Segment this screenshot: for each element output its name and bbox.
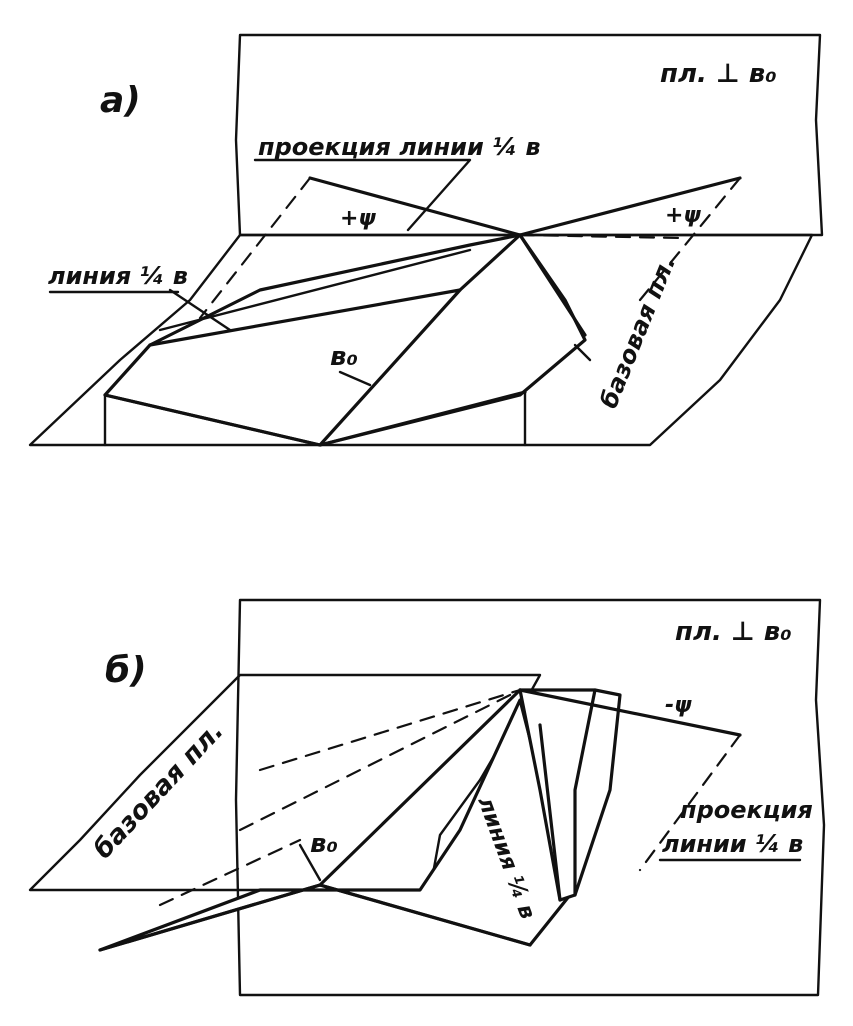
angle-right-a: +ψ bbox=[665, 203, 701, 228]
projection-label-b-2: линии ¼ в bbox=[662, 830, 803, 858]
base-plane-a bbox=[28, 233, 814, 447]
axis-label-a: в₀ bbox=[330, 342, 358, 372]
perp-plane-label-a: пл. ⊥ в₀ bbox=[660, 59, 777, 89]
panel-a-label: а) bbox=[100, 80, 141, 121]
angle-left-a: +ψ bbox=[340, 206, 376, 231]
axis-label-b: в₀ bbox=[310, 829, 338, 859]
base-plane-label-a: базовая пл. bbox=[595, 252, 682, 413]
line-label-a: линия ¼ в bbox=[48, 262, 188, 290]
angle-b: -ψ bbox=[665, 693, 692, 718]
perp-plane-b bbox=[234, 598, 826, 997]
perp-plane-label-b: пл. ⊥ в₀ bbox=[675, 617, 792, 647]
panel-a: а) пл. ⊥ в₀ проекция линии ¼ в +ψ +ψ лин… bbox=[28, 33, 824, 447]
panel-b: б) пл. ⊥ в₀ -ψ проекция линии ¼ в линия … bbox=[28, 598, 826, 997]
perp-plane-a bbox=[234, 33, 824, 237]
projection-label-b-1: проекция bbox=[680, 796, 813, 824]
projection-label-a: проекция линии ¼ в bbox=[258, 133, 541, 161]
panel-b-label: б) bbox=[105, 650, 147, 691]
base-plane-label-b: базовая пл. bbox=[88, 716, 229, 865]
